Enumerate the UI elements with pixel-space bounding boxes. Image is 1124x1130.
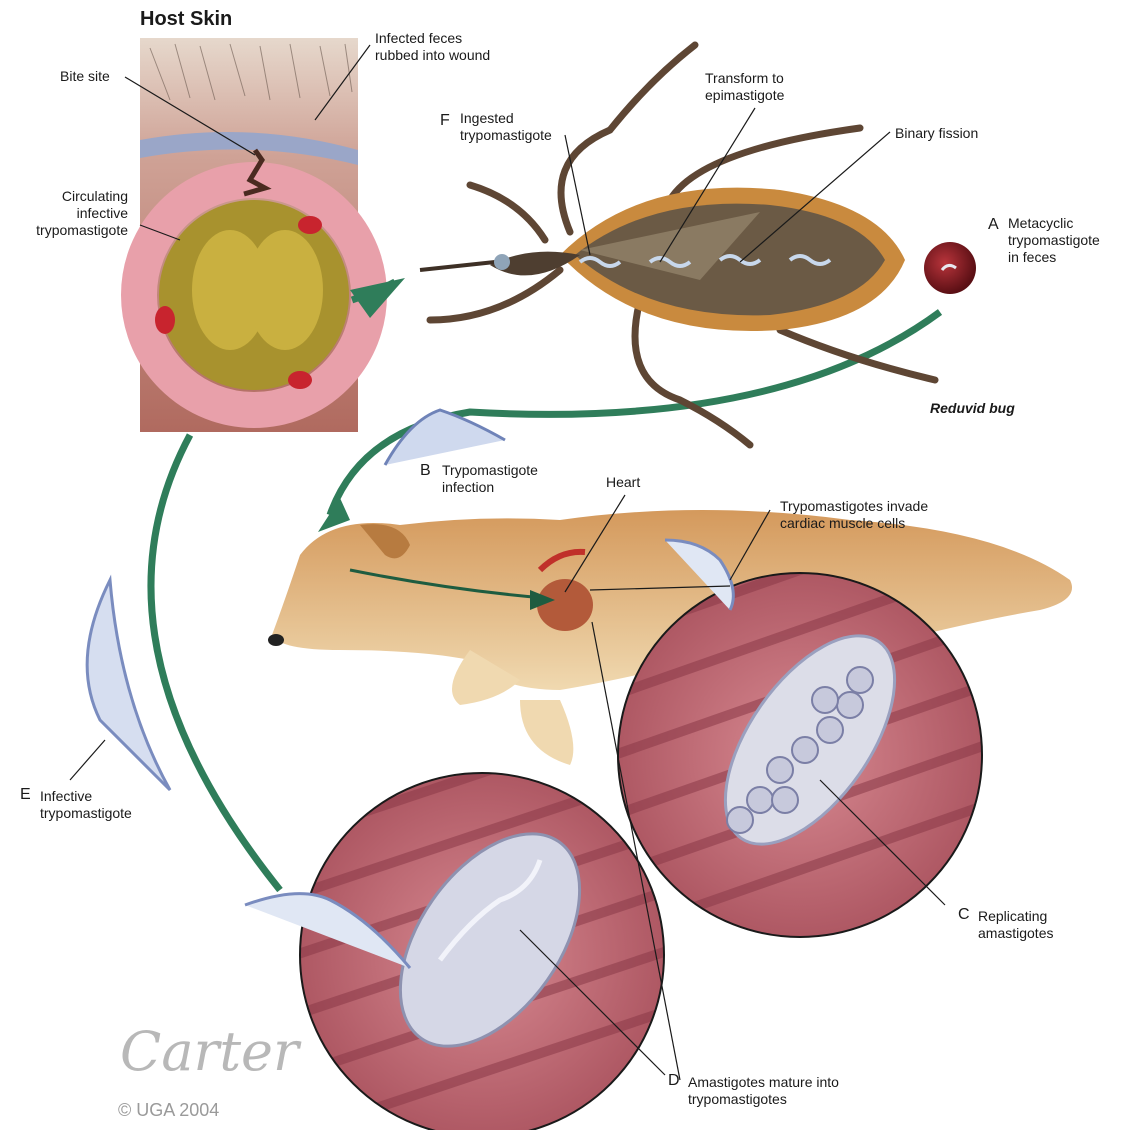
trypomastigote-e-shape (87, 580, 170, 790)
artist-signature: Carter (120, 1020, 299, 1083)
label-replicating-amastigotes: Replicating amastigotes (978, 908, 1053, 942)
letter-a: A (988, 216, 999, 233)
label-reduvid-bug: Reduvid bug (930, 400, 1015, 417)
label-circulating-trypomastigote: Circulating infective trypomastigote (22, 188, 128, 239)
letter-c: C (958, 906, 970, 923)
letter-b: B (420, 462, 431, 479)
copyright-credit: © UGA 2004 (118, 1100, 219, 1121)
trypomastigote-b-shape (385, 410, 505, 465)
host-skin-title: Host Skin (140, 8, 232, 31)
label-binary-fission: Binary fission (895, 125, 978, 142)
label-infected-feces: Infected feces rubbed into wound (375, 30, 490, 64)
feces-droplet (924, 242, 976, 294)
label-amastigotes-mature: Amastigotes mature into trypomastigotes (688, 1074, 839, 1108)
letter-e: E (20, 786, 31, 803)
host-skin-panel (139, 38, 369, 432)
label-transform-to-epimastigote: Transform to epimastigote (705, 70, 784, 104)
letter-f: F (440, 112, 450, 129)
label-bite-site: Bite site (60, 68, 110, 85)
label-ingested-trypomastigote: Ingested trypomastigote (460, 110, 552, 144)
reduvid-bug (420, 45, 935, 445)
label-trypomastigote-infection: Trypomastigote infection (442, 462, 538, 496)
letter-d: D (668, 1072, 680, 1089)
label-trypomastigotes-invade: Trypomastigotes invade cardiac muscle ce… (780, 498, 928, 532)
label-heart: Heart (606, 474, 640, 491)
label-infective-trypomastigote: Infective trypomastigote (40, 788, 132, 822)
label-metacyclic-trypomastigote: Metacyclic trypomastigote in feces (1008, 215, 1100, 266)
